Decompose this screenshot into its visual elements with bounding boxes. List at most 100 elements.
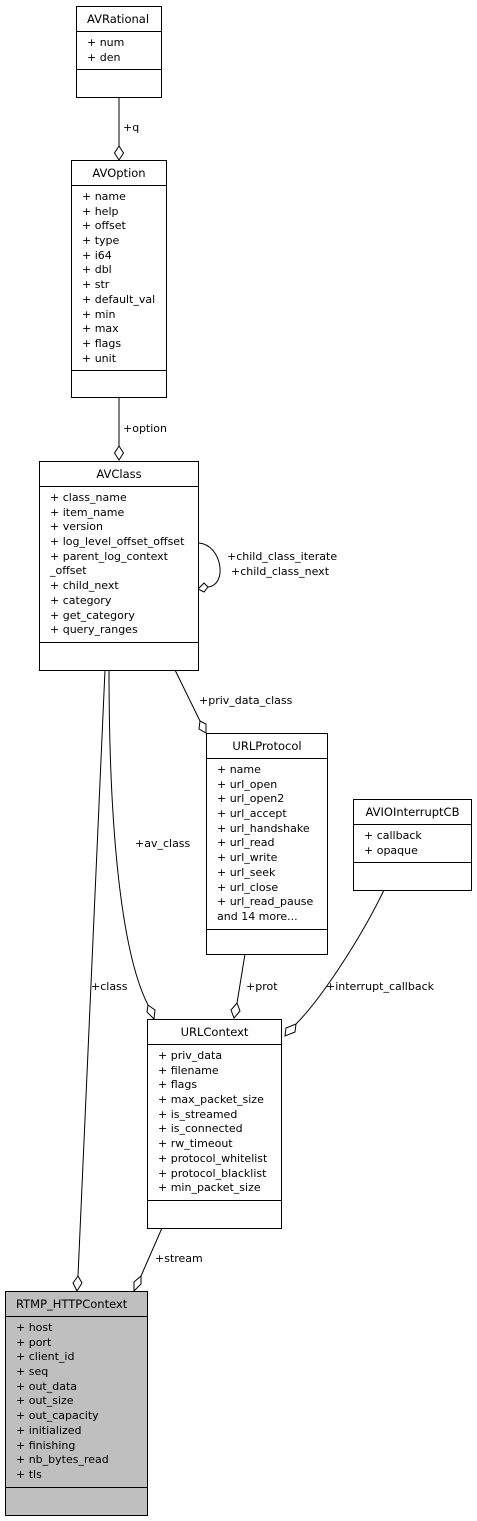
edge-label-option: +option [123, 422, 167, 435]
member: + get_category [50, 608, 135, 622]
member: + url_write [217, 851, 278, 865]
member: + priv_data [158, 1049, 223, 1062]
member: + default_val [82, 292, 156, 306]
member: + help [82, 204, 119, 218]
member: + max_packet_size [158, 1093, 264, 1107]
class-title: AVRational [77, 7, 161, 32]
member-list: + name + help + offset + type + i64 + db… [72, 186, 166, 372]
member: + offset [82, 219, 126, 233]
edge-label-priv-data-class: +priv_data_class [199, 694, 293, 707]
edge-av-class-diamond [146, 1004, 156, 1021]
class-node-avoption[interactable]: AVOption + name + help + offset + type +… [71, 160, 167, 398]
edge-label-prot: +prot [246, 980, 278, 993]
edge-label-stream: +stream [155, 1252, 203, 1265]
member: + port [16, 1335, 52, 1349]
member: + dbl [82, 263, 112, 277]
class-node-avrational[interactable]: AVRational + num + den [76, 6, 162, 98]
member-list: + class_name + item_name + version + log… [40, 487, 198, 643]
member: + str [82, 278, 110, 292]
edge-label-q: +q [123, 121, 140, 134]
class-title: RTMP_HTTPContext [6, 1292, 147, 1317]
member: + min_packet_size [158, 1181, 261, 1195]
member: + version [50, 520, 104, 534]
edge-priv-data-class [174, 669, 201, 722]
member: + url_read_pause [217, 895, 314, 909]
member: + url_open2 [217, 792, 285, 806]
member: + url_close [217, 880, 279, 894]
edge-class-diamond [72, 1275, 83, 1293]
class-node-urlprotocol[interactable]: URLProtocol + name + url_open + url_open… [206, 733, 328, 955]
member: + callback [364, 829, 422, 842]
edge-stream [140, 1227, 163, 1277]
edge-interrupt-callback-diamond [284, 1023, 297, 1037]
member: + item_name [50, 505, 125, 519]
member: + parent_log_context [50, 549, 168, 563]
member-list: + callback + opaque [354, 825, 471, 864]
member: + seq [16, 1365, 49, 1379]
member: + url_accept [217, 807, 287, 821]
edge-child-class-loop [198, 542, 221, 588]
member: + finishing [16, 1438, 76, 1452]
member: + type [82, 234, 120, 248]
class-title: AVOption [72, 161, 166, 186]
member: + flags [158, 1078, 198, 1092]
member: + out_size [16, 1394, 74, 1408]
member: + protocol_blacklist [158, 1166, 267, 1180]
class-title: URLProtocol [207, 734, 327, 759]
member: + opaque [364, 843, 418, 857]
member: + log_level_offset_offset [50, 535, 185, 549]
member: + query_ranges [50, 623, 138, 637]
member: + num [87, 36, 125, 49]
member: + url_read [217, 836, 275, 850]
member: + url_seek [217, 865, 276, 879]
member: + child_next [50, 579, 119, 593]
edge-label-child-class-next: +child_class_next [231, 565, 330, 578]
member: + i64 [82, 248, 112, 262]
member: + url_open [217, 777, 278, 791]
member: + host [16, 1321, 53, 1334]
class-title: AVIOInterruptCB [354, 800, 471, 825]
member: + name [82, 190, 126, 203]
class-node-avclass[interactable]: AVClass + class_name + item_name + versi… [39, 461, 199, 671]
member: + flags [82, 336, 122, 350]
member: + out_data [16, 1379, 78, 1393]
member: + is_connected [158, 1122, 243, 1136]
member: + client_id [16, 1350, 75, 1364]
member-list: + num + den [77, 32, 161, 71]
member: + nb_bytes_read [16, 1453, 109, 1467]
member: + filename [158, 1063, 219, 1077]
edge-stream-diamond [133, 1274, 142, 1293]
member: + is_streamed [158, 1107, 238, 1121]
member: + tls [16, 1467, 42, 1481]
class-title: AVClass [40, 462, 198, 487]
member-list: + name + url_open + url_open2 + url_acce… [207, 759, 327, 930]
member: + class_name [50, 491, 127, 504]
edge-prot-diamond [230, 1002, 241, 1019]
edge-q-diamond [113, 145, 125, 161]
class-node-aviointerruptcb[interactable]: AVIOInterruptCB + callback + opaque [353, 799, 472, 891]
member: + initialized [16, 1423, 82, 1437]
edge-label-interrupt-callback: +interrupt_callback [326, 980, 434, 993]
member: + min [82, 307, 116, 321]
class-node-urlcontext[interactable]: URLContext + priv_data + filename + flag… [147, 1019, 282, 1229]
edge-label-class: +class [91, 980, 128, 993]
edge-av-class [108, 669, 149, 1006]
member: + category [50, 593, 112, 607]
edge-interrupt-callback [295, 889, 385, 1025]
member: + den [87, 50, 121, 64]
member-more: and 14 more... [217, 909, 298, 923]
member: + max [82, 322, 119, 336]
member: + url_handshake [217, 821, 310, 835]
member: + out_capacity [16, 1409, 99, 1423]
edge-option-diamond [113, 445, 125, 461]
edge-child-class-diamond [197, 582, 209, 593]
edge-class [77, 669, 106, 1277]
member: + name [217, 763, 261, 776]
member: + protocol_whitelist [158, 1151, 268, 1165]
member-list: + host + port + client_id + seq + out_da… [6, 1317, 147, 1488]
edge-priv-data-class-diamond [198, 720, 207, 734]
member: + unit [82, 351, 117, 365]
class-node-rtmp-httpcontext[interactable]: RTMP_HTTPContext + host + port + client_… [5, 1291, 148, 1516]
edge-prot [236, 953, 246, 1004]
